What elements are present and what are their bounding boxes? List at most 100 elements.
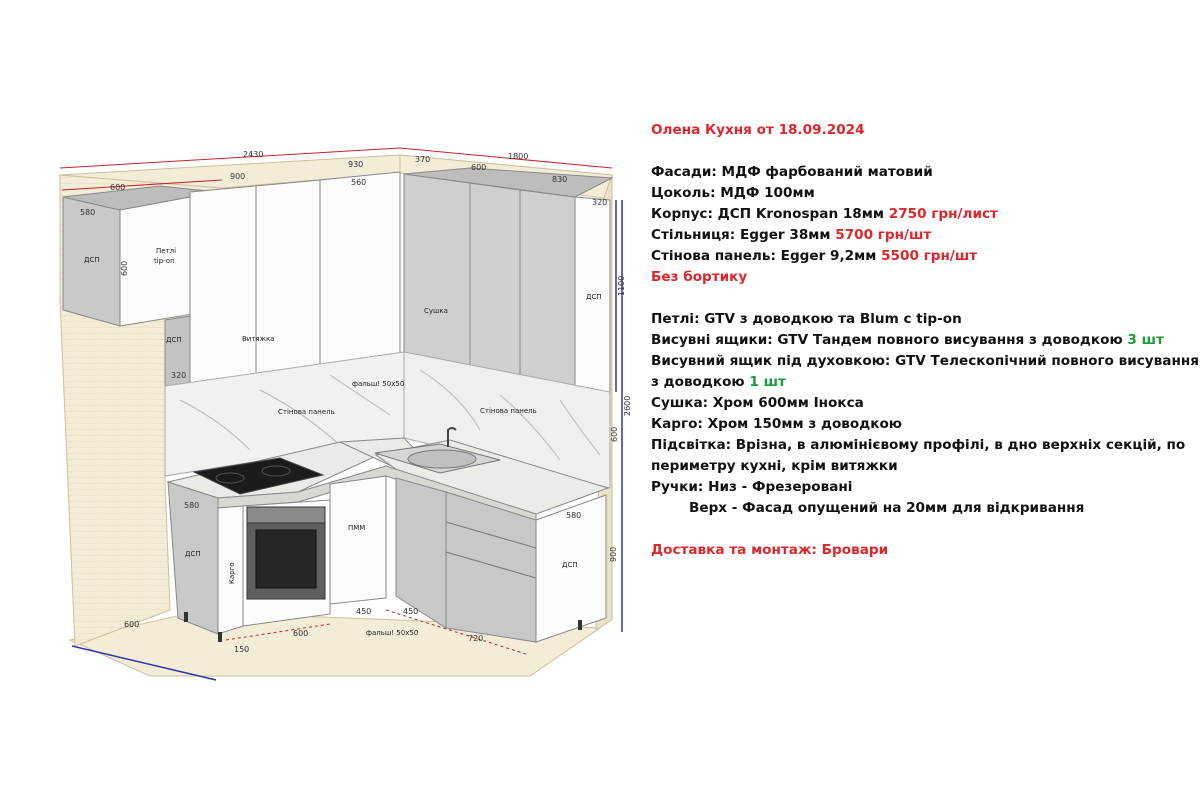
- spec-drawers-label: Висувні ящики: GTV Тандем повного висува…: [651, 332, 1128, 348]
- lower-cabinet-corner: [395, 477, 447, 629]
- spec-oven-drawer-label: з доводкою: [651, 374, 750, 390]
- spec-lighting-2: периметру кухні, крім витяжки: [651, 458, 898, 474]
- label-hood: Витяжка: [242, 335, 274, 343]
- spec-no-edge: Без бортику: [651, 269, 748, 285]
- dim-top-total: 2430: [243, 150, 263, 159]
- dim-left-580: 580: [80, 208, 95, 217]
- label-hinges-tipon-1: Петлі: [156, 247, 176, 255]
- label-hinges-tipon-2: tip-on: [154, 257, 175, 265]
- spec-oven-drawer-qty: 1 шт: [749, 374, 786, 390]
- label-wall-panel-left: Стінова панель: [278, 408, 335, 416]
- drawer-line-1: [445, 521, 537, 549]
- label-dsp-lower-right: ДСП: [562, 561, 578, 569]
- dim-line-top-right: [399, 147, 613, 169]
- dim-upper-600: 600: [110, 183, 125, 192]
- dim-line-floor-right: [385, 609, 527, 655]
- spec-handles-2: Верх - Фасад опущений на 20мм для відкри…: [689, 500, 1085, 516]
- spec-dryer: Сушка: Хром 600мм Інокса: [651, 395, 864, 411]
- label-dsp-upper-left: ДСП: [84, 256, 100, 264]
- spec-countertop: Стільниця: Egger 38мм 5700 грн/шт: [651, 225, 1191, 246]
- dim-upper-900: 900: [230, 172, 245, 181]
- cabinet-leg-1: [184, 612, 188, 622]
- spec-oven-drawer-2: з доводкою 1 шт: [651, 372, 1191, 393]
- spec-list: Олена Кухня от 18.09.2024 Фасади: МДФ фа…: [651, 120, 1199, 561]
- upper-cabinet-middle-front: [319, 171, 401, 381]
- spec-handles-1: Ручки: Низ - Фрезеровані: [651, 479, 853, 495]
- dishwasher-front: [329, 475, 387, 605]
- dim-upper-600b: 600: [471, 163, 486, 172]
- dim-floor-450b: 450: [403, 607, 418, 616]
- label-dsp-lower-left: ДСП: [185, 550, 201, 558]
- upper-cabinet-right-front-3: [519, 189, 576, 396]
- spec-wall-panel-price: 5500 грн/шт: [881, 248, 978, 264]
- dim-right-1100: 1100: [617, 276, 626, 296]
- upper-cabinet-right-front: [403, 173, 471, 377]
- spec-title: Олена Кухня от 18.09.2024: [651, 122, 865, 138]
- spec-countertop-label: Стільниця: Egger 38мм: [651, 227, 836, 243]
- spec-wall-panel-label: Стінова панель: Egger 9,2мм: [651, 248, 882, 264]
- spec-hinges: Петлі: GTV з доводкою та Blum с tip-on: [651, 311, 962, 327]
- sink-bowl: [407, 449, 477, 469]
- spec-gap: [651, 519, 1191, 540]
- upper-cabinet-right-top: [403, 167, 614, 198]
- cooktop: [192, 457, 325, 495]
- marble-vein-2: [419, 369, 601, 461]
- dim-left-600: 600: [120, 261, 129, 276]
- spec-facades: Фасади: МДФ фарбований матовий: [651, 164, 933, 180]
- faucet-icon: [447, 427, 457, 447]
- label-wall-panel-right: Стінова панель: [480, 407, 537, 415]
- dim-line-floor-left: [71, 645, 217, 681]
- label-dryer: Сушка: [424, 307, 448, 315]
- hood-cabinet-front: [189, 179, 321, 389]
- spec-body-label: Корпус: ДСП Kronospan 18мм: [651, 206, 889, 222]
- dim-floor-150: 150: [234, 645, 249, 654]
- spec-lighting-1: Підсвітка: Врізна, в алюмінієвому профіл…: [651, 437, 1186, 453]
- dim-floor-720: 720: [468, 634, 483, 643]
- label-filler-upper: фальш! 50х50: [352, 380, 404, 388]
- label-cargo: Карго: [228, 562, 236, 584]
- dim-top-right-total: 1800: [508, 152, 528, 161]
- oven-control-panel: [246, 506, 326, 524]
- spec-body-price: 2750 грн/лист: [888, 206, 998, 222]
- dim-inner-560: 560: [351, 178, 366, 187]
- dim-floor-600b: 600: [293, 629, 308, 638]
- dim-upper-370: 370: [415, 155, 430, 164]
- label-filler-lower: фальш! 50х50: [366, 629, 418, 637]
- spec-plinth: Цоколь: МДФ 100мм: [651, 185, 815, 201]
- dim-upper-830: 830: [552, 175, 567, 184]
- spec-gap: [651, 141, 1191, 162]
- spec-delivery: Доставка та монтаж: Бровари: [651, 542, 889, 558]
- dim-lower-580: 580: [184, 501, 199, 510]
- lower-cabinet-right-side: [535, 494, 607, 643]
- cabinet-leg-2: [218, 632, 222, 642]
- cooktop-burner-2: [261, 465, 291, 477]
- dim-floor-450a: 450: [356, 607, 371, 616]
- marble-vein-1: [179, 374, 391, 451]
- dim-line-top-left: [59, 147, 401, 169]
- spec-drawers-qty: 3 шт: [1127, 332, 1164, 348]
- spec-countertop-price: 5700 грн/шт: [835, 227, 932, 243]
- backsplash-right: [403, 351, 611, 489]
- dim-lower-580b: 580: [566, 511, 581, 520]
- label-dsp-upper-right: ДСП: [586, 293, 602, 301]
- dim-upper-930: 930: [348, 160, 363, 169]
- label-dsp-side: ДСП: [166, 336, 182, 344]
- cabinet-leg-3: [578, 620, 582, 630]
- dim-floor-600: 600: [124, 620, 139, 629]
- dim-right-900: 900: [609, 547, 618, 562]
- drawer-line-2: [445, 551, 537, 579]
- label-dishwasher: ПММ: [348, 524, 365, 532]
- kitchen-drawing: 2430 1800 600 900 930 370 600 830 560 58…: [59, 147, 632, 681]
- dim-left-320: 320: [171, 371, 186, 380]
- dim-right-320: 320: [592, 198, 607, 207]
- oven-window: [255, 529, 317, 589]
- spec-gap: [651, 288, 1191, 309]
- dim-line-upper-left: [61, 179, 223, 191]
- dim-right-600: 600: [610, 427, 619, 442]
- spec-drawers: Висувні ящики: GTV Тандем повного висува…: [651, 330, 1191, 351]
- spec-body: Корпус: ДСП Kronospan 18мм 2750 грн/лист: [651, 204, 1191, 225]
- spec-cargo: Карго: Хром 150мм з доводкою: [651, 416, 902, 432]
- spec-oven-drawer-1: Висувний ящик під духовкою: GTV Телескоп…: [651, 353, 1199, 369]
- dim-right-2600: 2600: [623, 396, 632, 416]
- upper-cabinet-right-front-2: [469, 182, 521, 386]
